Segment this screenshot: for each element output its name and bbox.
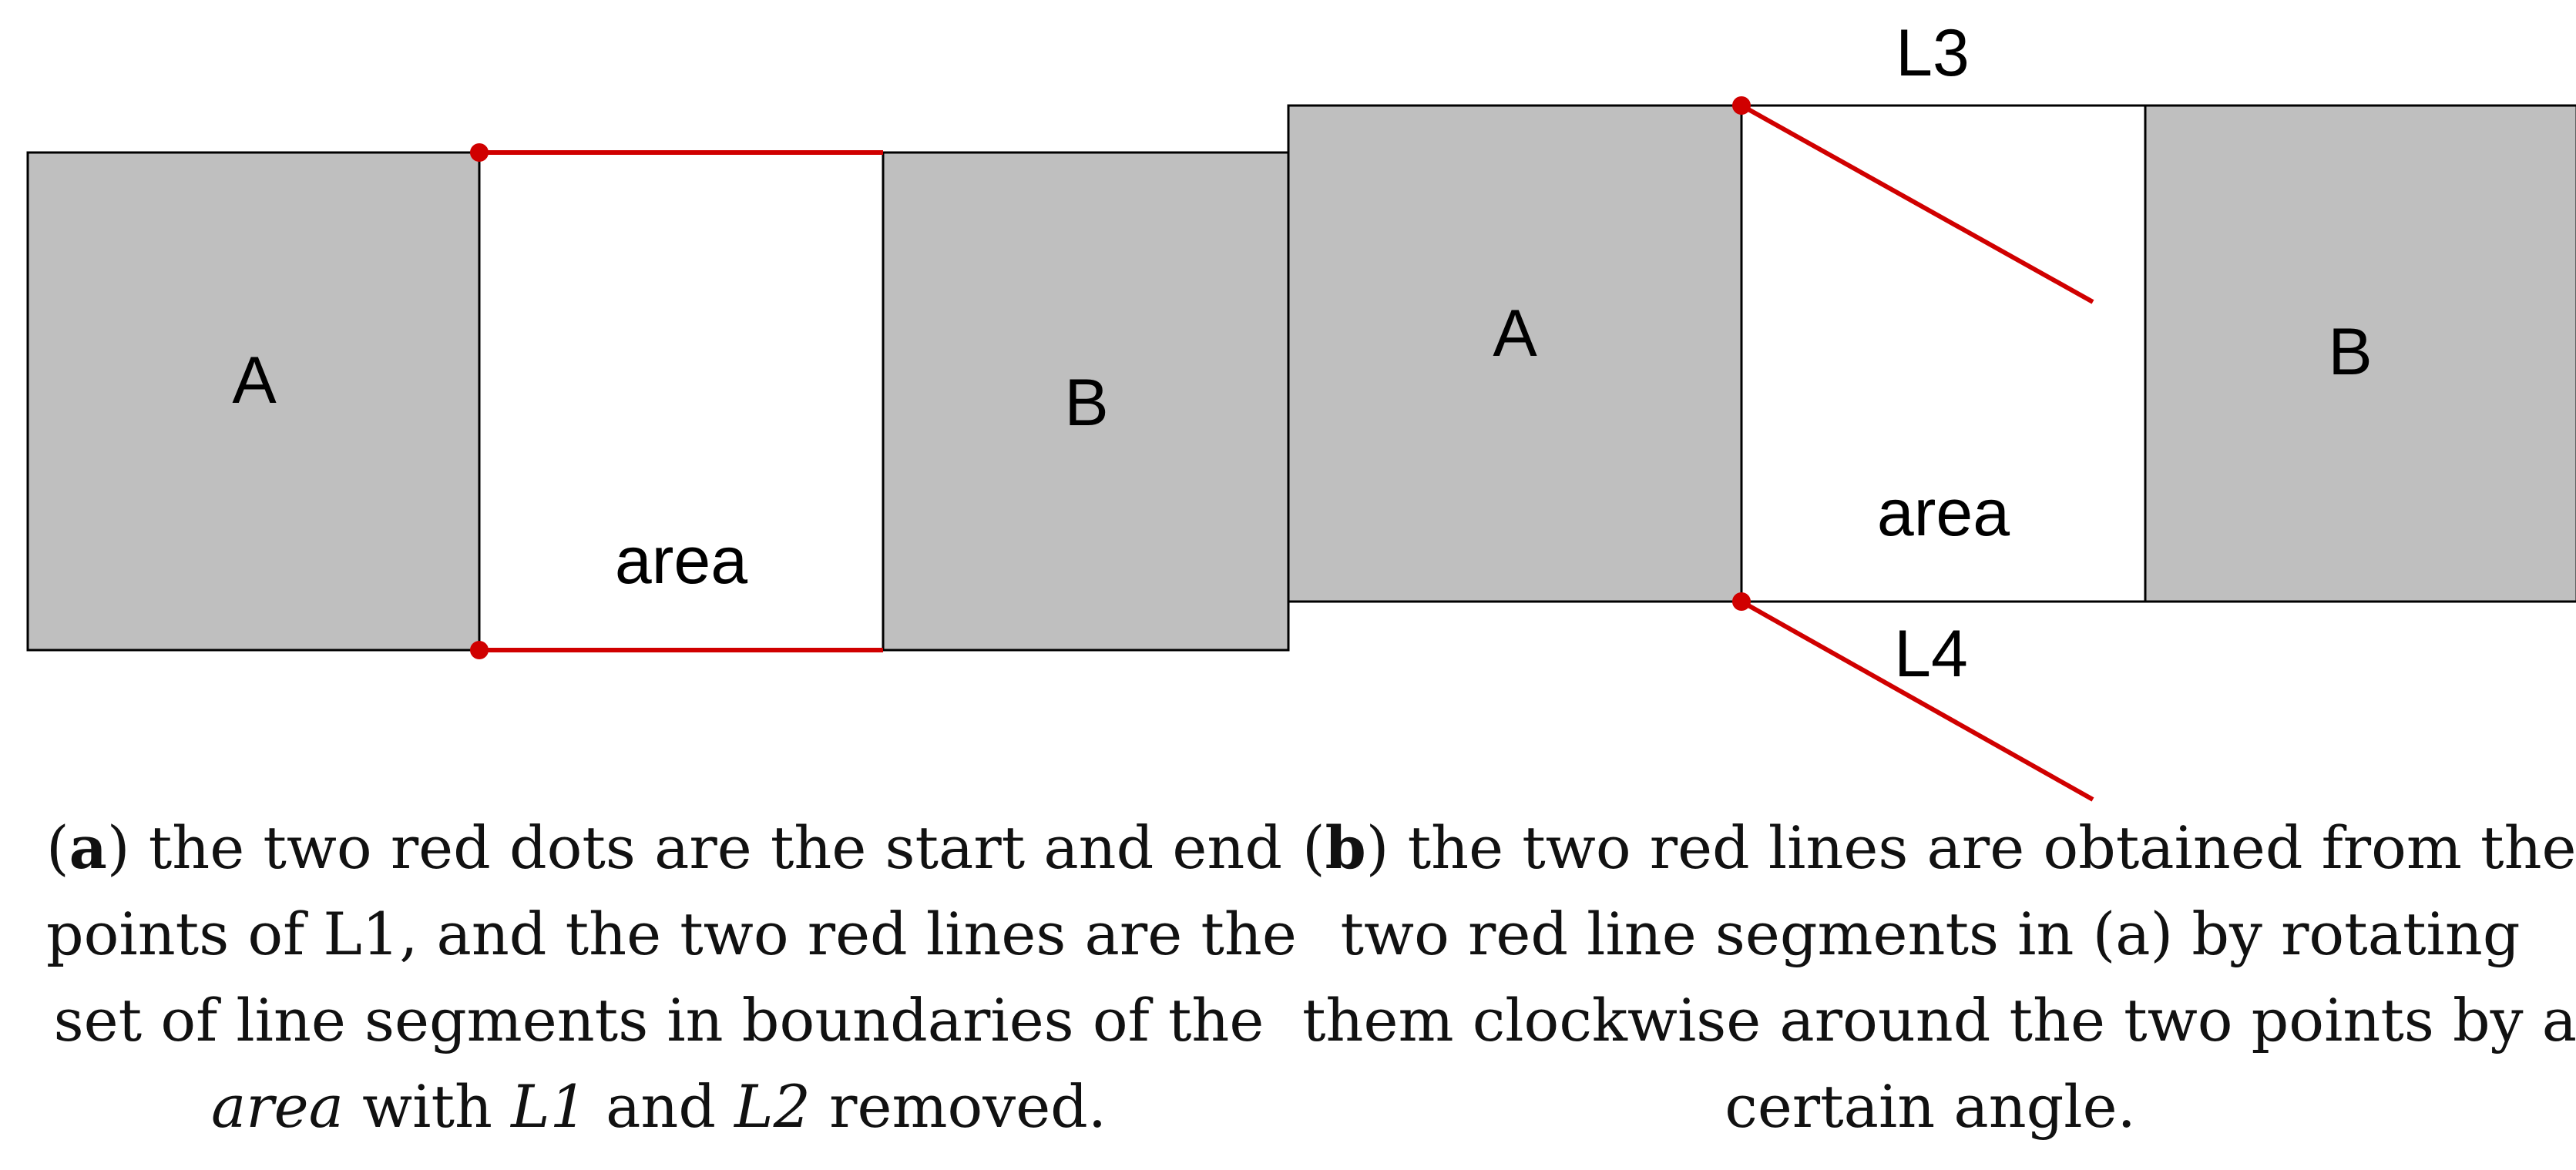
- panel-a-red-dot-top: [470, 143, 489, 162]
- panel-b-label-l3: L3: [1896, 16, 1970, 90]
- caption-b-line-1: (b) the two red lines are obtained from …: [1302, 805, 2576, 891]
- panel-a-label-area: area: [615, 524, 747, 598]
- panel-a-red-dot-bottom: [470, 641, 489, 659]
- caption-b-line-1-text: ) the two red lines are obtained from th…: [1365, 813, 2576, 882]
- panel-b-label-b: B: [2328, 315, 2372, 389]
- panel-b-box-b: [2144, 104, 2576, 603]
- panel-b: A area B L3 L4: [1287, 16, 2576, 802]
- caption-a-math-l1: L1: [511, 1072, 587, 1141]
- caption-a-line-3: set of line segments in boundaries of th…: [53, 986, 1264, 1054]
- panel-a-area: [478, 151, 885, 652]
- caption-b-line-2: two red line segments in (a) by rotating: [1340, 900, 2521, 968]
- caption-a-paren: (: [46, 813, 69, 882]
- panel-b-label-l4: L4: [1894, 617, 1968, 691]
- caption-a-math-l2: L2: [734, 1072, 811, 1141]
- caption-a-line-2: points of L1, and the two red lines are …: [46, 900, 1297, 968]
- panel-b-label-area: area: [1877, 476, 2010, 550]
- caption-b-paren: (: [1302, 813, 1325, 882]
- caption-a-math-area: area: [210, 1072, 344, 1141]
- caption-b-line-3: them clockwise around the two points by …: [1302, 986, 2576, 1054]
- caption-a-removed: removed.: [810, 1072, 1107, 1141]
- caption-a-line-1-text: ) the two red dots are the start and end: [106, 813, 1282, 882]
- caption-b-line-4: certain angle.: [1725, 1072, 2136, 1141]
- panel-b-label-a: A: [1493, 297, 1537, 370]
- panel-b-red-dot-bottom: [1732, 592, 1751, 611]
- caption-a-and: and: [586, 1072, 735, 1141]
- panel-b-red-dot-top: [1732, 96, 1751, 115]
- panel-b-red-line-l4: [1740, 599, 2094, 802]
- panel-a-label-a: A: [232, 344, 277, 417]
- caption-b: (b) the two red lines are obtained from …: [1302, 805, 2576, 1150]
- panel-a-label-b: B: [1064, 366, 1108, 440]
- panel-a-box-b: [882, 151, 1290, 652]
- panel-b-red-line-l3: [1740, 103, 2094, 304]
- panel-a: A area B: [26, 143, 1290, 659]
- caption-a-with: with: [343, 1072, 512, 1141]
- panel-a-box-a: [26, 151, 481, 652]
- panel-b-box-a: [1287, 104, 1743, 603]
- caption-b-tag: b: [1325, 813, 1366, 882]
- panel-b-area: [1740, 104, 2147, 603]
- caption-a-tag: a: [69, 813, 107, 882]
- caption-a-line-4: area with L1 and L2 removed.: [46, 1064, 1271, 1150]
- caption-a: (a) the two red dots are the start and e…: [46, 805, 1297, 1150]
- caption-a-line-1: (a) the two red dots are the start and e…: [46, 805, 1282, 891]
